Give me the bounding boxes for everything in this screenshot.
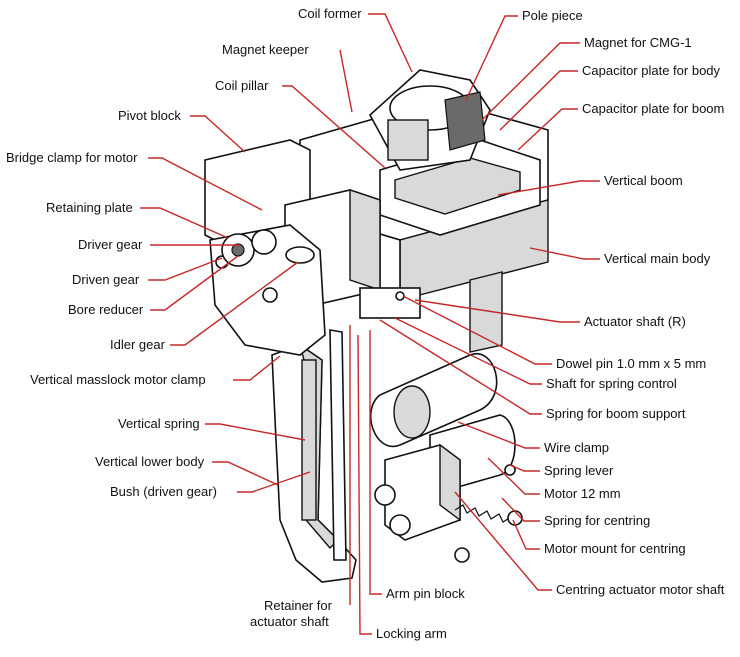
label-dowel-pin: Dowel pin 1.0 mm x 5 mm bbox=[556, 356, 706, 371]
leader-wire-clamp bbox=[457, 421, 540, 449]
leader-masslock-clamp bbox=[233, 355, 281, 381]
label-retainer-line2: actuator shaft bbox=[250, 614, 329, 629]
label-cap-plate-body: Capacitor plate for body bbox=[582, 63, 721, 78]
leader-motor-12mm bbox=[487, 457, 540, 495]
leader-pivot-block bbox=[190, 115, 246, 153]
label-spring-lever: Spring lever bbox=[544, 463, 614, 478]
label-pole-piece: Pole piece bbox=[522, 8, 583, 23]
label-retaining-plate: Retaining plate bbox=[46, 200, 133, 215]
leader-spring-centring bbox=[501, 497, 540, 522]
leader-pole-piece bbox=[465, 15, 518, 101]
magnet-keeper bbox=[387, 119, 429, 161]
leader-centring-motor-shaft bbox=[454, 491, 552, 591]
label-vertical-main-body: Vertical main body bbox=[604, 251, 711, 266]
label-actuator-shaft-r: Actuator shaft (R) bbox=[584, 314, 686, 329]
leader-locking-arm bbox=[357, 334, 372, 635]
label-spring-centring: Spring for centring bbox=[544, 513, 650, 528]
leader-vertical-spring bbox=[205, 423, 306, 441]
label-bore-reducer: Bore reducer bbox=[68, 302, 144, 317]
leader-cap-plate-body bbox=[499, 70, 578, 131]
leader-arm-pin-block bbox=[369, 330, 382, 595]
leader-bore-reducer bbox=[150, 255, 239, 311]
leader-spring-lever bbox=[509, 464, 540, 472]
mechanism-illustration bbox=[204, 69, 549, 583]
centring-spring bbox=[454, 504, 512, 523]
label-magnet-cmg1: Magnet for CMG-1 bbox=[584, 35, 692, 50]
retaining-block-face bbox=[349, 189, 381, 291]
label-locking-arm: Locking arm bbox=[376, 626, 447, 641]
label-driver-gear: Driver gear bbox=[78, 237, 143, 252]
leader-spring-boom-support bbox=[379, 319, 542, 415]
label-masslock-clamp: Vertical masslock motor clamp bbox=[30, 372, 206, 387]
leader-idler-gear bbox=[170, 261, 299, 346]
leader-vertical-lower-body bbox=[212, 461, 279, 486]
leader-vertical-boom bbox=[497, 180, 600, 196]
dowel-pin bbox=[395, 291, 405, 301]
label-arm-pin-block: Arm pin block bbox=[386, 586, 465, 601]
leader-retaining-plate bbox=[140, 207, 229, 239]
label-vertical-boom: Vertical boom bbox=[604, 173, 683, 188]
locking-arm-rod bbox=[329, 329, 347, 561]
idler-gear bbox=[285, 246, 315, 264]
driver-gear-hub bbox=[231, 243, 245, 257]
label-magnet-keeper: Magnet keeper bbox=[222, 42, 309, 57]
mount-screw-1 bbox=[374, 484, 396, 506]
label-retainer-line1: Retainer for bbox=[264, 598, 333, 613]
leader-coil-former bbox=[368, 13, 413, 73]
label-bridge-clamp: Bridge clamp for motor bbox=[6, 150, 138, 165]
label-spring-boom-support: Spring for boom support bbox=[546, 406, 686, 421]
body-support-post bbox=[469, 271, 503, 353]
label-shaft-spring-control: Shaft for spring control bbox=[546, 376, 677, 391]
label-driven-gear: Driven gear bbox=[72, 272, 140, 287]
label-coil-pillar: Coil pillar bbox=[215, 78, 269, 93]
leader-magnet-keeper bbox=[339, 49, 353, 113]
label-coil-former: Coil former bbox=[298, 6, 362, 21]
leader-shaft-spring-control bbox=[394, 317, 542, 385]
mount-screw-2 bbox=[389, 514, 411, 536]
leader-dowel-pin bbox=[402, 295, 552, 365]
leader-bridge-clamp bbox=[148, 157, 263, 211]
label-bush-driven-gear: Bush (driven gear) bbox=[110, 484, 217, 499]
leader-lines bbox=[140, 13, 600, 635]
magnet-block bbox=[444, 91, 486, 151]
leader-bush bbox=[237, 471, 311, 493]
motor-end-cap bbox=[393, 385, 431, 439]
actuator-shaft-block bbox=[359, 287, 421, 319]
label-motor-12mm: Motor 12 mm bbox=[544, 486, 621, 501]
label-vertical-spring: Vertical spring bbox=[118, 416, 200, 431]
leader-actuator-shaft bbox=[414, 299, 580, 323]
driver-gear bbox=[251, 229, 277, 255]
motor-shaft-screw bbox=[454, 547, 470, 563]
labels: Coil former Pole piece Magnet keeper Mag… bbox=[6, 6, 725, 641]
label-idler-gear: Idler gear bbox=[110, 337, 166, 352]
label-cap-plate-boom: Capacitor plate for boom bbox=[582, 101, 724, 116]
leader-driven-gear bbox=[148, 257, 223, 281]
leader-magnet-cmg1 bbox=[481, 42, 580, 121]
label-wire-clamp: Wire clamp bbox=[544, 440, 609, 455]
leader-coil-pillar bbox=[282, 85, 386, 169]
motor-mount-face bbox=[439, 443, 461, 522]
label-centring-motor-shaft: Centring actuator motor shaft bbox=[556, 582, 725, 597]
label-pivot-block: Pivot block bbox=[118, 108, 181, 123]
label-motor-mount-centring: Motor mount for centring bbox=[544, 541, 686, 556]
leader-cap-plate-boom bbox=[517, 108, 578, 151]
leader-motor-mount bbox=[512, 519, 540, 550]
clamp-hole-1 bbox=[262, 287, 278, 303]
label-vertical-lower-body: Vertical lower body bbox=[95, 454, 205, 469]
leader-vertical-main-body bbox=[529, 247, 600, 260]
